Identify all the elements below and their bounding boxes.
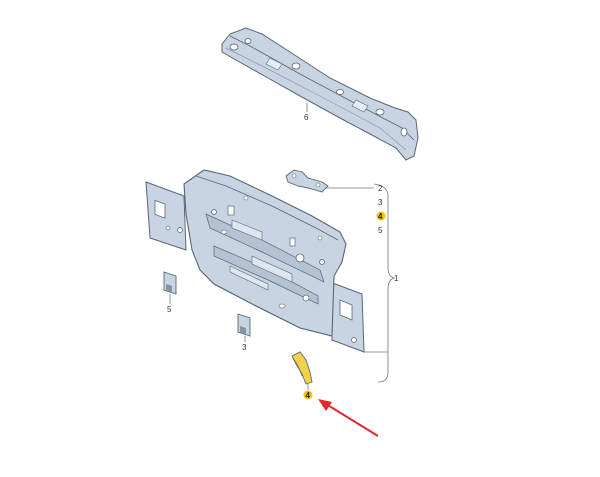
part-5-clip[interactable] (163, 271, 177, 295)
label-part-5-left: 5 (167, 305, 172, 314)
part-1-rear-panel[interactable] (145, 169, 365, 353)
part-3-clip[interactable] (237, 313, 251, 337)
bracket-line-part-1 (373, 183, 396, 383)
red-pointer-arrow (318, 399, 379, 437)
label-part-1: 1 (394, 274, 399, 283)
label-part-6: 6 (304, 113, 309, 122)
label-part-4-right: 4 (378, 212, 383, 221)
label-part-3-left: 3 (242, 343, 247, 352)
highlight-badge-4-right (376, 211, 386, 221)
highlight-badge-4-bottom (303, 390, 313, 400)
label-part-2: 2 (378, 184, 383, 193)
part-4-bracket[interactable] (291, 351, 313, 385)
label-part-4-bottom: 4 (306, 391, 311, 400)
part-6-cross-member[interactable] (221, 27, 419, 161)
label-part-5-right: 5 (378, 226, 383, 235)
label-part-3-right: 3 (378, 198, 383, 207)
part-2-bracket[interactable] (285, 169, 329, 193)
